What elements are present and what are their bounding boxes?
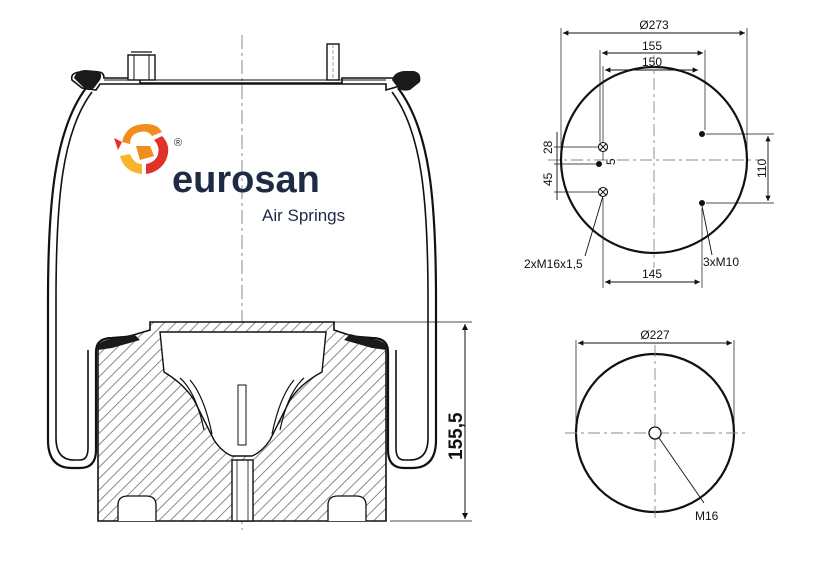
registered-mark: ® [174, 137, 182, 149]
brand-tagline: Air Springs [262, 206, 345, 225]
bolt-hole-bottom [699, 200, 705, 206]
piston-bolt-bore [231, 459, 254, 522]
bellows-outer [46, 87, 139, 470]
top-plate-view: Ø273 155 150 28 45 5 [524, 18, 774, 288]
dim-150-label: 150 [642, 55, 662, 69]
bolt-holes-label: 3xM10 [703, 255, 739, 269]
brand-name: eurosan [172, 159, 320, 201]
piston-pocket-left [117, 495, 157, 521]
brand-logo-mark-icon [114, 124, 169, 174]
threaded-hole-top [597, 141, 609, 153]
side-view: 155,5 [46, 35, 472, 530]
dim-45-label: 45 [541, 172, 555, 186]
threaded-hole-bottom [597, 186, 609, 198]
threaded-hole-label: 2xM16x1,5 [524, 257, 583, 271]
bottom-piston-view: Ø227 M16 [565, 328, 745, 523]
bolt-hole-top [699, 131, 705, 137]
bellows-right [345, 87, 438, 470]
dim-145-label: 145 [642, 267, 662, 281]
dim-273-label: Ø273 [639, 18, 669, 32]
piston-pocket-right [327, 495, 367, 521]
top-stud-left [127, 54, 156, 81]
piston-bolt-label: M16 [695, 509, 719, 523]
height-dimension-label: 155,5 [446, 412, 467, 460]
right-bead-crimp [392, 71, 421, 91]
bellows-outer-inner [55, 91, 93, 461]
dim-155-label: 155 [642, 39, 662, 53]
left-bead-crimp [74, 70, 102, 90]
top-bead-plate [70, 71, 421, 92]
dim-227-label: Ø227 [640, 328, 670, 342]
dim-110-label: 110 [755, 159, 769, 178]
brand-logo: ® eurosan Air Springs [114, 124, 345, 225]
dim-5-label: 5 [604, 158, 618, 165]
center-hole-left [596, 161, 602, 167]
dim-28-label: 28 [541, 140, 555, 154]
bellows-right-inner [391, 91, 429, 461]
piston-center-hole [648, 426, 662, 440]
